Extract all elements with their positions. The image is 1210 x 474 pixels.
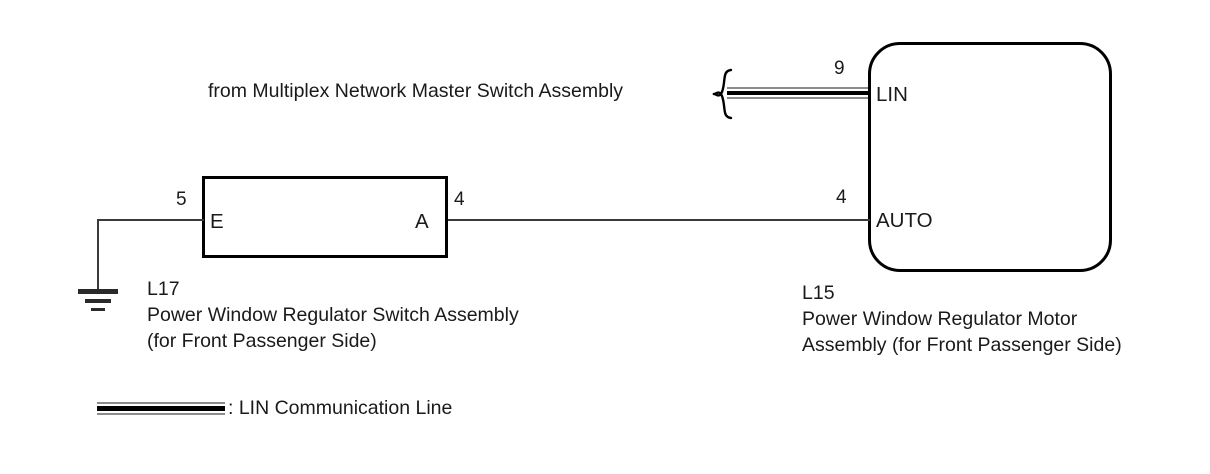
lin-bus-band-core bbox=[727, 91, 871, 95]
wire-switch-a-to-motor-auto bbox=[448, 219, 870, 221]
lin-bus-line bbox=[727, 87, 871, 99]
source-label: from Multiplex Network Master Switch Ass… bbox=[208, 80, 624, 102]
switch-caption-line1: Power Window Regulator Switch Assembly bbox=[147, 304, 519, 326]
pin-number-switch-e: 5 bbox=[176, 189, 187, 210]
ground-bar-3 bbox=[91, 308, 105, 311]
legend-band-bottom bbox=[97, 413, 225, 415]
wire-ground-vertical bbox=[97, 219, 99, 291]
switch-assembly-box bbox=[202, 176, 448, 258]
ground-bar-1 bbox=[78, 289, 118, 294]
pin-number-motor-auto: 4 bbox=[836, 187, 847, 208]
terminal-label-lin: LIN bbox=[876, 83, 908, 106]
switch-ref-label: L17 bbox=[147, 278, 180, 300]
ground-bar-2 bbox=[85, 299, 111, 303]
bus-breakout-brace-icon bbox=[712, 68, 733, 120]
wire-switch-e-to-ground-horizontal bbox=[97, 219, 204, 221]
pin-number-motor-lin: 9 bbox=[834, 58, 845, 79]
motor-ref-label: L15 bbox=[802, 282, 835, 304]
legend-label: : LIN Communication Line bbox=[228, 397, 453, 419]
legend-band-core bbox=[97, 406, 225, 411]
legend-lin-swatch bbox=[97, 402, 225, 415]
terminal-label-a: A bbox=[415, 210, 429, 233]
terminal-label-auto: AUTO bbox=[876, 209, 933, 232]
terminal-label-e: E bbox=[210, 210, 224, 233]
lin-bus-band-top bbox=[727, 87, 871, 89]
lin-bus-band-bottom bbox=[727, 97, 871, 99]
legend-band-top bbox=[97, 402, 225, 404]
motor-caption-line2: Assembly (for Front Passenger Side) bbox=[802, 334, 1122, 356]
switch-caption-line2: (for Front Passenger Side) bbox=[147, 330, 377, 352]
pin-number-switch-a: 4 bbox=[454, 189, 465, 210]
motor-assembly-box bbox=[868, 42, 1112, 272]
motor-caption-line1: Power Window Regulator Motor bbox=[802, 308, 1078, 330]
